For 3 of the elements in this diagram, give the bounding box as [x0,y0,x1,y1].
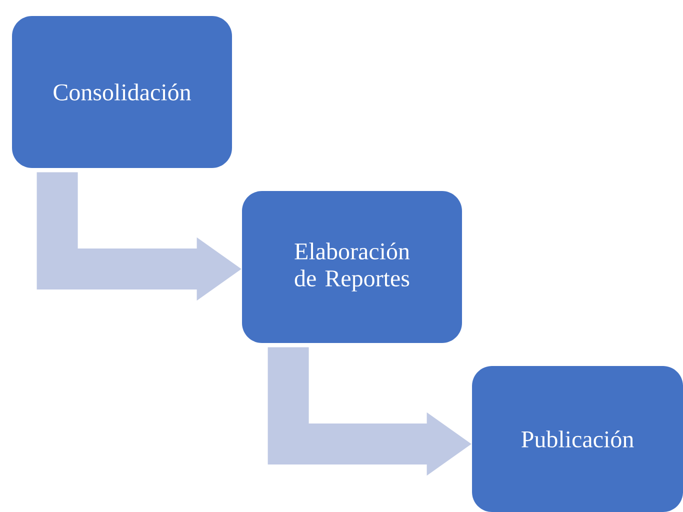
process-box: Publicación [472,366,683,512]
process-box: Elaboración de Reportes [242,191,462,343]
process-box: Consolidación [12,16,232,168]
